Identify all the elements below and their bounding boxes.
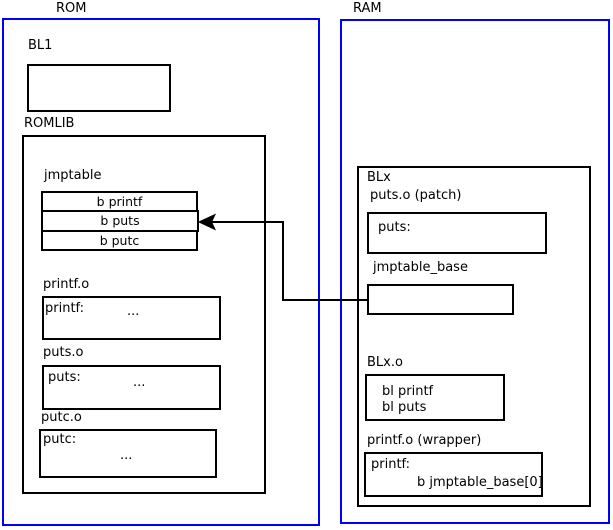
putc-o-box <box>39 429 217 478</box>
blx-o-box <box>365 374 505 421</box>
puts-patch-box <box>367 212 547 254</box>
printf-o-box <box>42 296 221 340</box>
puts-patch-symbol: puts: <box>378 220 411 235</box>
blx-o-label: BLx.o <box>367 355 403 370</box>
jmptable-base-label: jmptable_base <box>373 260 468 275</box>
printf-ellipsis: ... <box>127 304 140 319</box>
puts-symbol: puts: <box>48 370 81 385</box>
jmptable-base-box <box>367 284 514 315</box>
puts-patch-label: puts.o (patch) <box>370 188 462 203</box>
ram-region-label: RAM <box>353 1 382 16</box>
jmptable-row-b-putc: b putc <box>41 230 198 251</box>
jmptable-label: jmptable <box>44 168 102 183</box>
rom-region-label: ROM <box>56 1 87 16</box>
printf-symbol: printf: <box>45 301 85 316</box>
printf-o-label: printf.o <box>43 277 90 292</box>
putc-symbol: putc: <box>43 432 77 447</box>
puts-o-box <box>42 365 221 410</box>
bl1-label: BL1 <box>28 38 53 53</box>
bl1-box <box>27 64 171 112</box>
printf-wrapper-label: printf.o (wrapper) <box>367 433 482 448</box>
printf-wrapper-branch: b jmptable_base[0] <box>417 475 543 490</box>
blx-label: BLx <box>367 170 391 185</box>
jmptable-row-b-puts: b puts <box>41 210 199 232</box>
blx-o-line-bl-puts: bl puts <box>382 400 427 415</box>
printf-wrapper-symbol: printf: <box>371 457 411 472</box>
jmptable-row-b-printf: b printf <box>41 191 198 212</box>
romlib-label: ROMLIB <box>24 116 75 131</box>
blx-o-line-bl-printf: bl printf <box>382 384 434 399</box>
putc-o-label: putc.o <box>41 410 82 425</box>
printf-wrapper-box <box>364 452 543 497</box>
putc-ellipsis: ... <box>120 448 133 463</box>
puts-o-label: puts.o <box>43 345 84 360</box>
puts-ellipsis: ... <box>133 375 146 390</box>
